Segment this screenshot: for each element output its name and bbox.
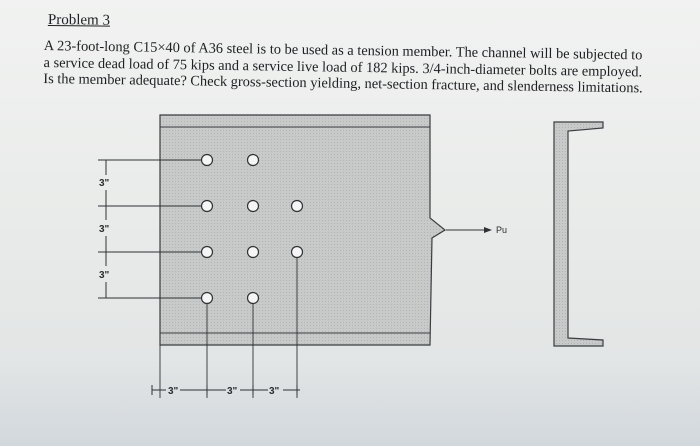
bolt-hole (246, 199, 260, 213)
extension-lines-bottom (159, 258, 298, 398)
horizontal-spacing-label: 3" (168, 386, 179, 397)
bolt-hole (246, 245, 260, 259)
bolt-hole (200, 291, 214, 305)
bolt-hole (200, 153, 214, 167)
channel-plate (159, 114, 447, 346)
channel-cross-section (553, 121, 604, 347)
bolt-holes (200, 153, 304, 305)
bolt-hole (290, 245, 304, 259)
horizontal-spacing-label: 3" (269, 386, 280, 397)
load-label: Pu (496, 225, 507, 235)
bolt-hole (290, 199, 304, 213)
bolt-hole (200, 245, 214, 259)
bolt-hole (246, 153, 260, 167)
extension-lines-left (98, 159, 202, 299)
lower-shadow (0, 360, 700, 446)
vertical-spacing-label: 3" (99, 178, 110, 189)
horizontal-dimension-line (151, 385, 300, 395)
bolt-hole (246, 291, 260, 305)
load-arrow (446, 227, 492, 233)
vertical-spacing-label: 3" (99, 270, 110, 281)
horizontal-spacing-label: 3" (227, 386, 238, 397)
vertical-dimension-line (101, 159, 111, 299)
bolt-hole (200, 199, 214, 213)
vertical-spacing-label: 3" (99, 224, 110, 235)
